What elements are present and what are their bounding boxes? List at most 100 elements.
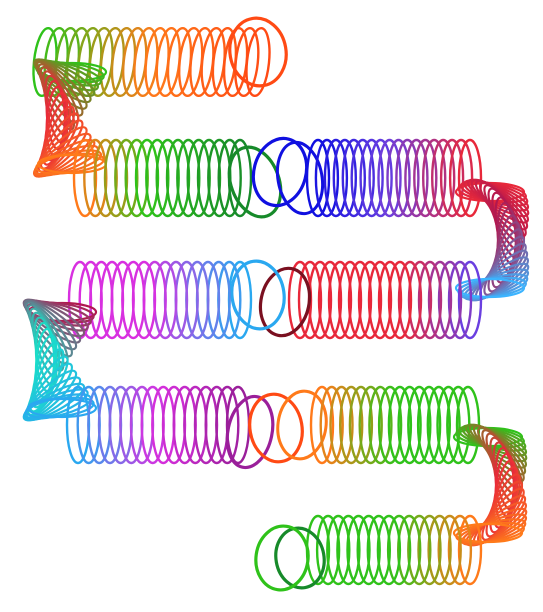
coil-row-4 (416, 385, 442, 465)
coil-row-2 (217, 138, 242, 218)
coil-row-2 (386, 138, 411, 218)
coil-row-4 (377, 385, 403, 465)
coil-row-4 (368, 385, 393, 465)
coil-row-5 (346, 514, 371, 586)
coil-bend-right-2 (485, 473, 521, 538)
coil-row-4 (387, 385, 413, 465)
coil-row-2 (145, 138, 170, 218)
coil-row-4 (319, 385, 344, 465)
coil-bend-left-2 (26, 397, 98, 419)
coil-row-2 (448, 138, 474, 218)
coil-row-5 (315, 514, 341, 586)
coil-row-5 (457, 514, 483, 586)
coil-row-5 (336, 514, 361, 586)
coil-row-4 (309, 385, 335, 465)
coil-bend-left-1 (33, 149, 103, 176)
coil-row-4 (215, 385, 240, 465)
coil-row-2 (413, 138, 438, 218)
coil-row-2 (350, 138, 375, 218)
coil-row-3 (357, 260, 383, 340)
coil-row-2 (341, 138, 366, 218)
coil-row-5 (407, 514, 432, 586)
coil-row-2 (457, 138, 483, 218)
coil-row-2 (422, 138, 447, 218)
coil-bend-right-1 (494, 214, 519, 284)
coil-row-4 (276, 389, 328, 461)
coil-row-4 (397, 385, 422, 465)
coil-row-5 (366, 514, 391, 586)
coil-bend-right-2 (464, 423, 528, 463)
coil-bend-right-1 (491, 221, 521, 289)
coil-bend-right-1 (470, 178, 530, 224)
coil-row-2 (196, 138, 222, 218)
coil-row-1 (228, 16, 288, 88)
coil-row-2 (395, 138, 420, 218)
coil-row-3 (367, 260, 393, 340)
coil-row-4 (339, 385, 364, 465)
coil-row-2 (72, 138, 98, 218)
coil-row-2 (332, 138, 357, 218)
coil-row-4 (436, 385, 461, 465)
coil-row-4 (358, 385, 383, 465)
coil-row-3 (377, 260, 403, 340)
coil-bend-left-2 (22, 388, 89, 421)
coil-row-5 (386, 514, 412, 586)
coil-row-3 (387, 260, 413, 340)
coil-row-2 (359, 138, 384, 218)
coil-bend-left-2 (31, 341, 61, 409)
coil-row-3 (78, 260, 103, 340)
coil-row-2 (103, 138, 129, 218)
coil-row-4 (248, 392, 304, 464)
coil-row-3 (417, 260, 443, 340)
coil-row-1 (245, 26, 271, 98)
coil-row-2 (155, 138, 180, 218)
coil-row-2 (275, 140, 325, 216)
coil-bend-right-2 (452, 522, 524, 544)
coil-row-2 (305, 138, 331, 218)
coil-row-2 (439, 138, 465, 218)
coil-row-4 (329, 385, 354, 465)
coil-row-1 (234, 26, 260, 98)
coil-row-3 (297, 260, 323, 340)
coil-bend-right-2 (492, 459, 517, 529)
coil-row-3 (230, 259, 286, 331)
coil-bend-left-2 (29, 348, 65, 413)
coil-row-3 (317, 260, 343, 340)
coil-row-2 (93, 138, 118, 218)
coil-row-2 (323, 138, 349, 218)
coil-row-3 (337, 260, 363, 340)
coil-row-3 (397, 260, 423, 340)
coil-row-2 (124, 138, 149, 218)
coil-row-5 (254, 524, 310, 592)
coil-row-2 (186, 138, 211, 218)
coil-row-5 (376, 514, 402, 586)
coil-row-3 (407, 260, 433, 340)
coil-row-3 (347, 260, 373, 340)
coil-row-4 (407, 385, 432, 465)
coil-bend-right-1 (487, 228, 523, 293)
coil-row-3 (457, 260, 483, 340)
coil-row-3 (447, 260, 473, 340)
coil-row-3 (258, 266, 312, 338)
coil-row-3 (427, 260, 453, 340)
coil-row-2 (83, 138, 108, 218)
coil-bend-right-1 (454, 277, 526, 299)
coil-row-5 (397, 514, 422, 586)
coil-row-2 (431, 138, 456, 218)
coil-row-2 (314, 138, 340, 218)
coil-row-2 (134, 138, 160, 218)
coil-row-2 (176, 138, 201, 218)
coil-row-4 (426, 385, 451, 465)
coil-bend-left-1 (34, 59, 88, 110)
coil-row-2 (377, 138, 402, 218)
slinky-spring (22, 16, 530, 592)
coil-row-2 (165, 138, 191, 218)
coil-row-3 (437, 260, 463, 340)
coil-bend-right-2 (468, 423, 528, 469)
coil-bend-right-2 (489, 466, 519, 534)
coil-row-5 (356, 514, 381, 586)
coil-row-2 (368, 138, 393, 218)
coil-row-5 (447, 514, 473, 586)
coil-row-5 (417, 514, 442, 586)
